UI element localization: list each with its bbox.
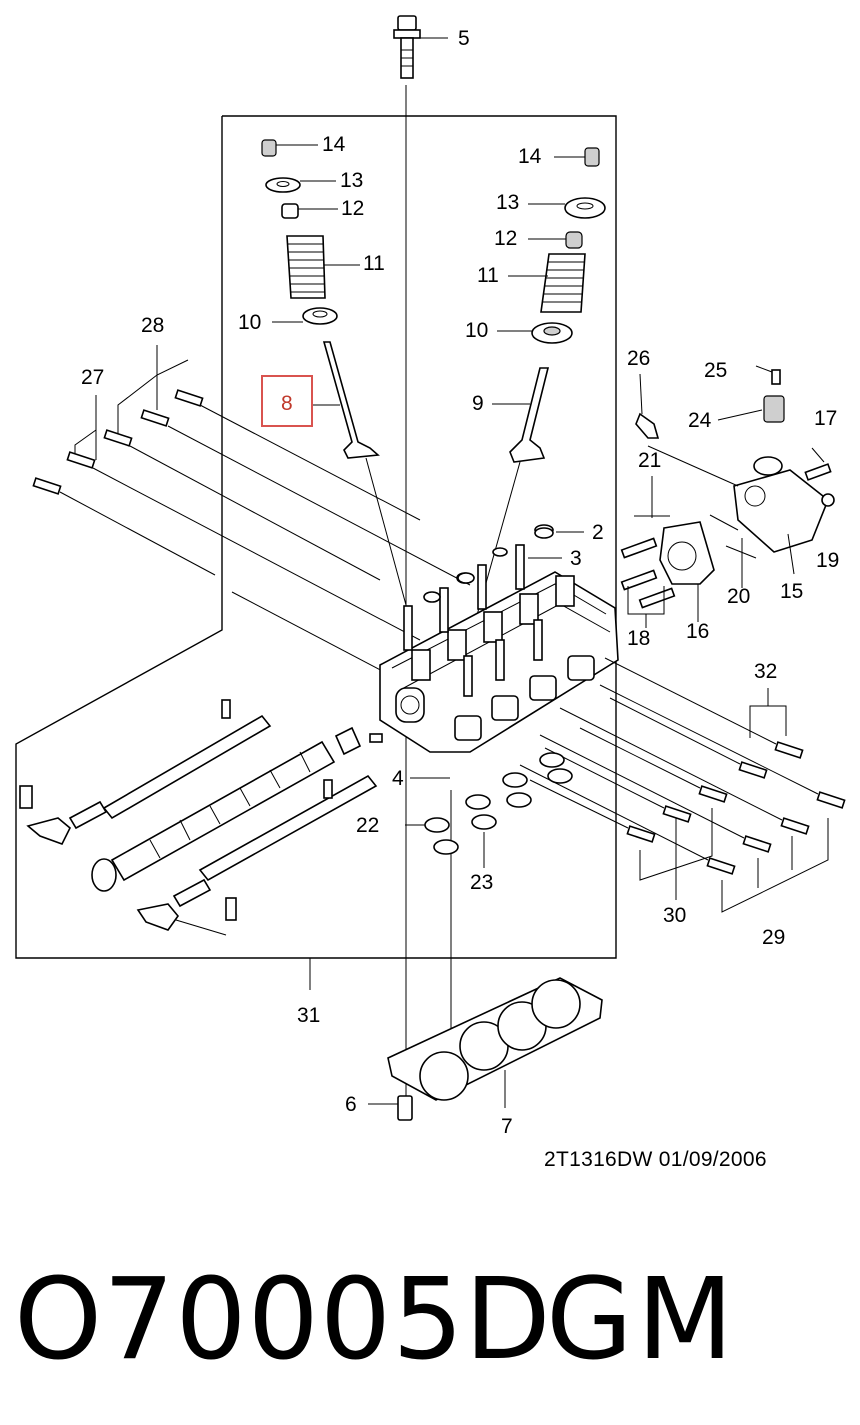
exploded-parts-diagram: 5 14 13 12 11 10 8 9 14 13 12 11 10 28 2… <box>15 15 846 1138</box>
callout-30[interactable]: 30 <box>663 904 686 927</box>
callout-10-left[interactable]: 10 <box>238 311 261 334</box>
callout-10-right[interactable]: 10 <box>465 319 488 342</box>
callout-13-left[interactable]: 13 <box>340 169 363 192</box>
callout-8[interactable]: 8 <box>281 392 293 415</box>
leader-lines <box>272 37 585 990</box>
highlight-box <box>261 375 313 427</box>
part-identification: O70005D GM <box>14 1245 854 1395</box>
assembly-frame <box>15 115 617 959</box>
callout-26[interactable]: 26 <box>627 347 650 370</box>
callout-20[interactable]: 20 <box>727 585 750 608</box>
callout-12-right[interactable]: 12 <box>494 227 517 250</box>
callout-3[interactable]: 3 <box>570 547 582 570</box>
callout-14-left[interactable]: 14 <box>322 133 346 156</box>
callout-11-left[interactable]: 11 <box>363 252 385 275</box>
callout-16[interactable]: 16 <box>686 620 709 643</box>
callout-15[interactable]: 15 <box>780 580 803 603</box>
callout-27[interactable]: 27 <box>81 366 104 389</box>
callout-18[interactable]: 18 <box>627 627 650 650</box>
callout-17[interactable]: 17 <box>814 407 837 430</box>
callout-23[interactable]: 23 <box>470 871 493 894</box>
callout-11-right[interactable]: 11 <box>477 264 499 287</box>
callout-25[interactable]: 25 <box>704 359 727 382</box>
callout-31[interactable]: 31 <box>297 1004 320 1027</box>
callout-13-right[interactable]: 13 <box>496 191 519 214</box>
callout-2[interactable]: 2 <box>592 521 604 544</box>
head-bolt <box>393 15 421 79</box>
callout-19[interactable]: 19 <box>816 549 839 572</box>
callout-4[interactable]: 4 <box>392 767 404 790</box>
head-gasket <box>368 977 603 1121</box>
camshaft-assembly <box>19 699 383 936</box>
drawing-reference: 2T1316DW 01/09/2006 <box>544 1148 767 1171</box>
studs-27-28 <box>32 345 471 676</box>
callout-5[interactable]: 5 <box>458 27 470 50</box>
seal-rings <box>405 527 584 868</box>
callout-21[interactable]: 21 <box>638 449 661 472</box>
callout-22[interactable]: 22 <box>356 814 379 837</box>
callout-6[interactable]: 6 <box>345 1093 357 1116</box>
callout-9[interactable]: 9 <box>472 392 484 415</box>
callout-29[interactable]: 29 <box>762 926 785 949</box>
cylinder-head <box>379 524 619 753</box>
callout-32[interactable]: 32 <box>754 660 777 683</box>
left-valve-stack <box>261 139 380 459</box>
callout-7[interactable]: 7 <box>501 1115 513 1138</box>
part-code: O70005D <box>14 1255 552 1385</box>
right-valve-stack <box>509 147 606 463</box>
brand-name: GM <box>546 1255 738 1385</box>
callout-12-left[interactable]: 12 <box>341 197 364 220</box>
thermostat-housing <box>620 365 835 628</box>
callout-14-right[interactable]: 14 <box>518 145 542 168</box>
callout-24[interactable]: 24 <box>688 409 712 432</box>
callout-28[interactable]: 28 <box>141 314 164 337</box>
studs-29-30-32 <box>519 657 846 913</box>
